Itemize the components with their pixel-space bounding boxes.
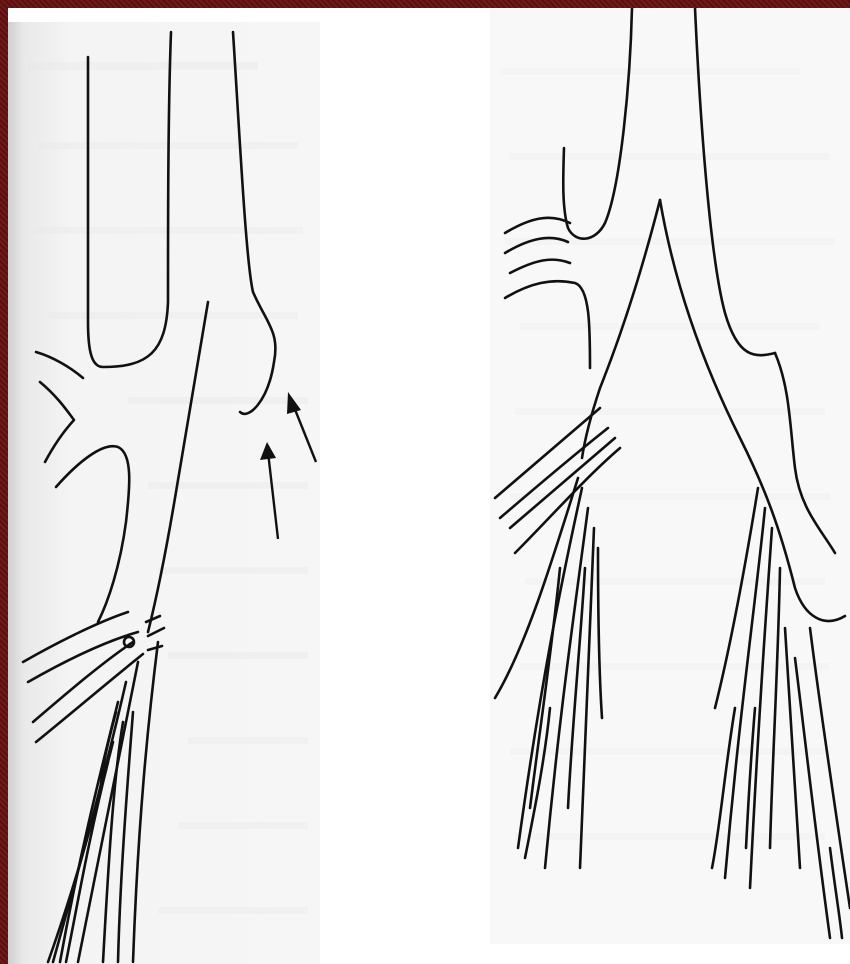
left-carina-line (148, 302, 208, 632)
right-right-fan-4 (770, 568, 780, 848)
left-branch-2 (28, 632, 138, 682)
right-bronchial-tree (495, 8, 850, 938)
right-bundle-3 (510, 438, 615, 528)
right-hook-1 (505, 218, 570, 233)
right-main-right-wall (775, 353, 835, 553)
right-hook-3 (510, 260, 570, 273)
right-print-texture (500, 68, 835, 840)
arrow-1-head (260, 442, 276, 460)
right-left-fan-5 (598, 548, 602, 718)
right-right-fan-8 (712, 708, 735, 868)
right-right-fan-10 (830, 848, 842, 938)
right-bundle-4 (515, 448, 620, 553)
right-right-fan-6 (795, 658, 830, 938)
left-upper-hook (36, 352, 83, 378)
right-drawing (490, 8, 850, 944)
left-tick-1 (146, 616, 160, 622)
right-panel (490, 8, 850, 944)
left-lower-curve (56, 446, 129, 622)
right-bundle-1 (495, 408, 600, 498)
left-fan-8 (66, 762, 108, 962)
arrow-1-shaft (268, 452, 278, 539)
left-arrows (260, 392, 316, 539)
right-right-fan-1 (715, 488, 758, 708)
left-branch-1 (23, 612, 128, 662)
right-trachea-left-wall (563, 8, 632, 239)
left-drawing (8, 22, 320, 964)
left-trachea-right-wall (233, 32, 275, 414)
left-tick-3 (148, 646, 162, 650)
left-v-branch (40, 382, 74, 462)
left-tick-2 (148, 628, 164, 636)
right-trachea-right-wall (695, 8, 775, 355)
left-branch-4 (36, 654, 143, 742)
left-fan-2 (78, 662, 138, 962)
left-panel (8, 22, 320, 964)
left-fan-1 (133, 642, 158, 962)
